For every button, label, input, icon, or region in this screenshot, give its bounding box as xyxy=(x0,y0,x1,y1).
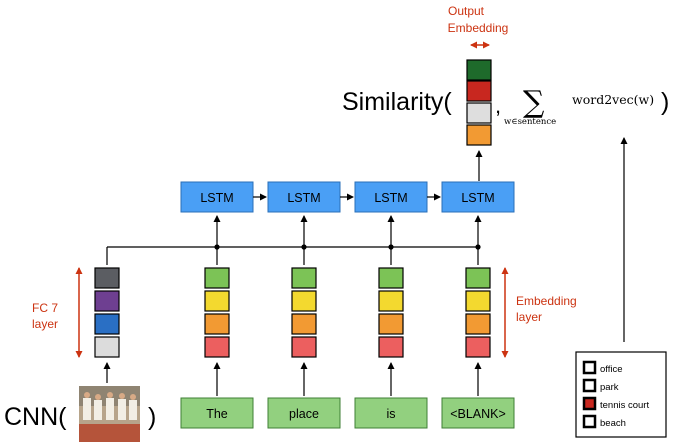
word-box-2 xyxy=(267,397,341,429)
output-cell-dark-green xyxy=(466,59,492,81)
word-box-2-label: place xyxy=(289,407,319,421)
legend-swatch-beach xyxy=(582,414,597,429)
legend-swatch-tennis-court xyxy=(582,396,597,411)
fc7-label-line2: layer xyxy=(32,317,58,331)
embedding-stack-3 xyxy=(378,267,404,358)
output-embedding-label-line2: Embedding xyxy=(448,21,509,35)
lstm-box-3-label: LSTM xyxy=(374,191,407,205)
fc7-label-line1: FC 7 xyxy=(32,301,58,315)
output-cell-orange xyxy=(466,124,492,146)
similarity-comma: , xyxy=(495,93,501,118)
legend-label-office: office xyxy=(600,364,623,375)
output-embedding-label-line1: Output xyxy=(448,4,485,18)
lstm-box-4 xyxy=(441,181,515,213)
cnn-label: CNN( xyxy=(4,403,67,431)
embedding-label-line1: Embedding xyxy=(516,294,577,308)
similarity-label: Similarity( xyxy=(342,88,452,116)
word-input-row: The place is <BLANK> xyxy=(180,397,515,429)
legend-label-park: park xyxy=(600,382,619,393)
embedding-stack-4 xyxy=(465,267,491,358)
sum-subscript: w∈sentence xyxy=(504,117,556,127)
lstm-box-4-label: LSTM xyxy=(461,191,494,205)
bus-to-lstm-arrows xyxy=(213,215,482,243)
word-box-1-label: The xyxy=(206,407,228,421)
embedding-stack-1 xyxy=(204,267,230,358)
output-embedding-stack xyxy=(466,59,492,146)
fc7-cell-light-gray xyxy=(94,336,120,358)
fc7-cell-dark-gray xyxy=(94,267,120,289)
word-box-3 xyxy=(354,397,428,429)
legend-label-tennis-court: tennis court xyxy=(600,400,649,411)
legend-swatch-office xyxy=(582,360,597,375)
cnn-close-paren: ) xyxy=(148,403,156,431)
output-cell-light-gray xyxy=(466,102,492,124)
similarity-close-paren: ) xyxy=(661,88,669,116)
tennis-photo xyxy=(79,386,140,442)
lstm-box-1-label: LSTM xyxy=(200,191,233,205)
lstm-box-1 xyxy=(180,181,254,213)
class-legend: office park tennis court beach xyxy=(575,351,667,438)
fc7-stack xyxy=(94,267,120,358)
lstm-box-2-label: LSTM xyxy=(287,191,320,205)
lstm-box-3 xyxy=(354,181,428,213)
bus-junction-dots xyxy=(214,244,481,250)
feature-bus xyxy=(106,243,479,265)
word-box-1 xyxy=(180,397,254,429)
input-arrows xyxy=(103,362,482,396)
legend-swatch-park xyxy=(582,378,597,393)
fc7-cell-blue xyxy=(94,313,120,335)
legend-label-beach: beach xyxy=(600,418,626,429)
embedding-stack-2 xyxy=(291,267,317,358)
fc7-cell-purple xyxy=(94,290,120,312)
sum-symbol: ∑ xyxy=(523,85,545,120)
word-box-3-label: is xyxy=(386,407,395,421)
output-cell-red xyxy=(466,80,492,102)
word-box-4 xyxy=(441,397,515,429)
embedding-label-line2: layer xyxy=(516,310,542,324)
word-box-4-label: <BLANK> xyxy=(450,407,506,421)
word2vec-term: word2vec(w) xyxy=(572,92,654,107)
